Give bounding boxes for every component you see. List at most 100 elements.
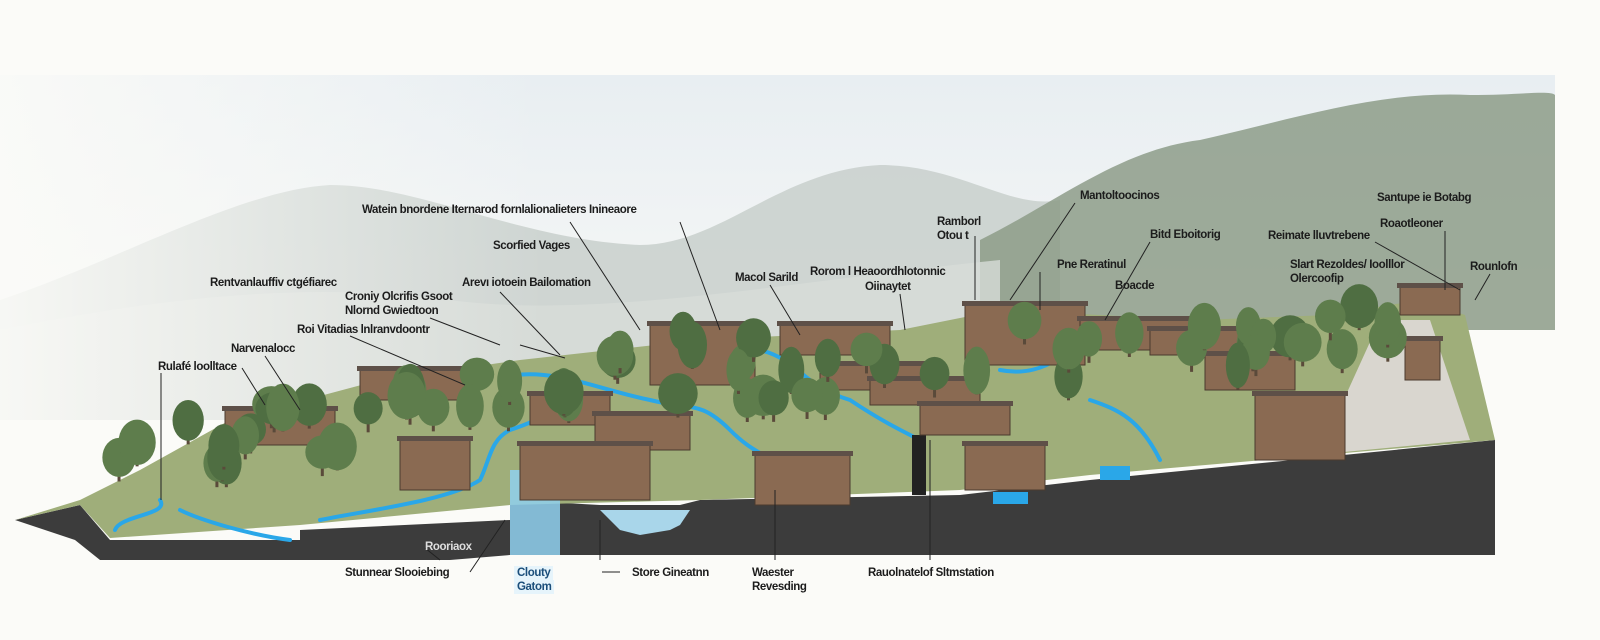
- label-rulafe: Rulafé loolltace: [158, 361, 237, 373]
- tree: [1326, 329, 1358, 370]
- tree: [497, 359, 523, 403]
- label-stunnear: Stunnear Slooiebing: [345, 567, 450, 579]
- tree: [791, 377, 823, 413]
- terrain-surface: [15, 300, 1495, 538]
- label-slart: Slart Rezoldes/ Ioolllor: [1290, 259, 1405, 271]
- tree: [1340, 284, 1379, 329]
- label-macol: Macol Sarild: [735, 272, 798, 284]
- label-reimate: Reimate lluvtrebene: [1268, 230, 1370, 242]
- label-otou: Otou t: [937, 230, 969, 242]
- building-roof: [1077, 316, 1203, 321]
- label-rauolnatelof: Rauolnatelof Sltmstation: [868, 567, 994, 579]
- label-store: Store Gineatnn: [632, 567, 709, 579]
- building-roof: [397, 436, 473, 441]
- building-roof: [1252, 391, 1348, 396]
- building: [519, 444, 651, 501]
- tree: [353, 392, 383, 425]
- building-roof: [517, 441, 653, 446]
- tree: [291, 383, 327, 426]
- building: [1404, 339, 1441, 381]
- label-gatom: Gatom: [514, 580, 555, 594]
- leader-line: [264, 355, 301, 411]
- tree: [1283, 322, 1322, 362]
- building-roof: [962, 441, 1048, 446]
- tree: [814, 338, 841, 378]
- tree: [963, 346, 991, 395]
- label-rorom: Rorom l Heaoordhlotonnic: [810, 266, 946, 278]
- leader-line: [519, 344, 566, 359]
- tree: [1115, 312, 1144, 354]
- tree: [658, 373, 698, 414]
- tree: [1374, 302, 1401, 345]
- leader-line: [1104, 241, 1151, 321]
- tree: [118, 419, 156, 466]
- tree: [1052, 327, 1085, 370]
- label-arevi: Arevı iotoein Bailomation: [462, 277, 591, 289]
- tree: [606, 330, 634, 369]
- building: [919, 404, 1011, 436]
- tower: [912, 435, 926, 495]
- label-waester: Waester: [752, 567, 794, 579]
- leader-line: [1374, 241, 1461, 291]
- label-pne: Pne Reratinul: [1057, 259, 1126, 271]
- tree: [919, 356, 950, 391]
- label-roaotleoner: Roaotleoner: [1380, 218, 1443, 230]
- leader-line: [1474, 273, 1491, 301]
- building-roof: [777, 321, 893, 326]
- leader-line: [899, 293, 906, 331]
- tree: [208, 424, 240, 467]
- leader-line: [241, 367, 266, 406]
- building: [1254, 394, 1346, 461]
- label-narvenalocc: Narvenalocc: [231, 343, 295, 355]
- label-rounlofn: Rounlofn: [1470, 261, 1518, 273]
- water-steps: [600, 510, 690, 535]
- tree: [172, 399, 204, 441]
- tree: [387, 371, 426, 420]
- tree: [456, 383, 484, 428]
- tree: [305, 435, 340, 469]
- building-roof: [917, 401, 1013, 406]
- tree: [1315, 299, 1346, 333]
- building: [964, 444, 1046, 491]
- label-mantoltoo: Mantoltoocinos: [1080, 190, 1160, 202]
- building-roof: [647, 321, 758, 326]
- tree: [726, 349, 751, 391]
- leader-line: [429, 317, 501, 346]
- label-roi-vitadias: Roi Vitadias lnlranvdoontr: [297, 324, 430, 336]
- building-roof: [1397, 283, 1463, 288]
- label-croniy: Croniy Olcrifis Gsoot: [345, 291, 453, 303]
- label-bitd: Bitd Eboitorig: [1150, 229, 1221, 241]
- tank: [1100, 466, 1130, 480]
- label-ramborl: Ramborl: [937, 216, 981, 228]
- leader-line: [569, 221, 641, 331]
- leader-line: [1009, 202, 1076, 301]
- label-boacde: Boacde: [1115, 280, 1155, 292]
- label-rentvan: Rentvanlauffiv ctgéfiarec: [210, 277, 337, 289]
- tree: [266, 383, 300, 432]
- building: [399, 439, 471, 491]
- label-rooriaox: Rooriaox: [425, 541, 472, 553]
- label-water-features: Watein bnordene Iternarod fornlalionalie…: [362, 204, 637, 216]
- label-santupe: Santupe ie Botabg: [1377, 192, 1472, 204]
- building: [1399, 286, 1461, 316]
- building: [754, 454, 851, 506]
- building-roof: [752, 451, 853, 456]
- leader-line: [469, 519, 506, 573]
- tank: [993, 492, 1028, 504]
- leader-line: [349, 335, 466, 386]
- label-oiinaytet: Oiinaytet: [865, 281, 911, 293]
- tree: [758, 380, 789, 416]
- leader-line: [424, 547, 441, 561]
- tree: [736, 318, 771, 358]
- label-nlornd: Nlornd Gwiedtoon: [345, 305, 439, 317]
- leader-line: [769, 284, 801, 336]
- tree: [1187, 302, 1221, 350]
- tree: [544, 369, 584, 415]
- tree: [1007, 301, 1042, 340]
- tree: [850, 332, 883, 367]
- leader-line: [679, 221, 721, 331]
- tree: [1225, 342, 1250, 389]
- tree: [459, 357, 495, 391]
- leader-line: [499, 291, 561, 356]
